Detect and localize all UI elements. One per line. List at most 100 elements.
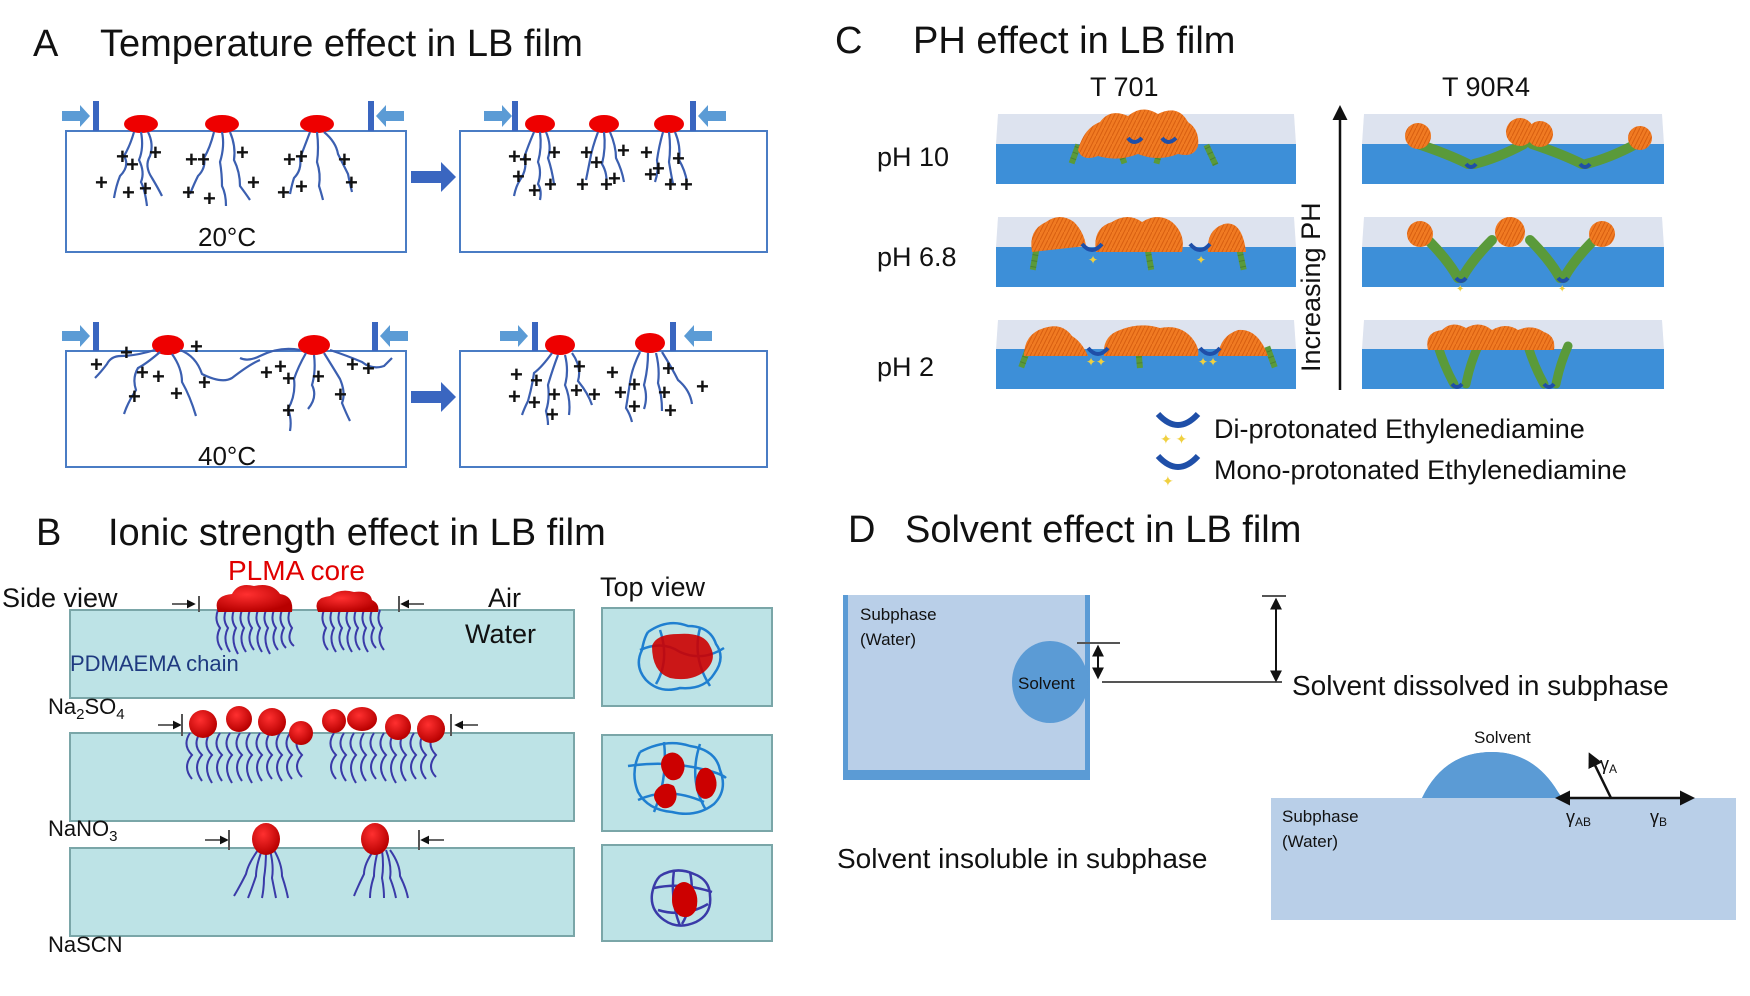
plma-core-label: PLMA core xyxy=(228,555,365,586)
side-view-nascn xyxy=(69,823,575,937)
compress-arrow-right-icon xyxy=(500,325,528,347)
legend-label-mono-protonated: Mono-protonated Ethylenediamine xyxy=(1214,455,1627,485)
barrier-left xyxy=(512,101,518,131)
svg-text:+: + xyxy=(190,334,203,359)
svg-text:+: + xyxy=(128,384,141,409)
charges: + + + + + + + + + + + + + + + + + + xyxy=(95,140,358,211)
polymer-head xyxy=(654,115,684,133)
svg-text:+: + xyxy=(136,360,149,385)
svg-text:✦ ✦: ✦ ✦ xyxy=(1160,431,1188,447)
plma-cores xyxy=(189,706,445,745)
svg-text:+: + xyxy=(197,147,210,172)
svg-text:+: + xyxy=(122,180,135,205)
compress-arrow-left-icon xyxy=(684,325,712,347)
temperature-label-40c: 40°C xyxy=(198,441,256,471)
top-view-na2so4 xyxy=(601,607,773,707)
side-view-nano3 xyxy=(69,706,575,822)
polymer-head xyxy=(525,115,555,133)
svg-text:+: + xyxy=(658,380,671,405)
svg-text:+: + xyxy=(120,340,133,365)
trough-40c-before: + + + + + + + + + + + + + + + + 40°C xyxy=(62,322,408,471)
polymer-head xyxy=(545,335,575,355)
svg-text:+: + xyxy=(282,366,295,391)
polymer-brush xyxy=(233,849,409,899)
plma-core xyxy=(216,585,293,612)
svg-text:+: + xyxy=(528,390,541,415)
ph-trough-t90r4-ph10 xyxy=(1362,114,1664,184)
compress-arrow-right-icon xyxy=(62,105,90,127)
surface-tension-vectors: γA γAB γB xyxy=(1555,752,1695,829)
svg-text:+: + xyxy=(247,170,260,195)
svg-text:✦: ✦ xyxy=(1088,253,1098,267)
water-label: Water xyxy=(465,619,536,649)
solvent-dissolved-label: Solvent dissolved in subphase xyxy=(1292,670,1669,701)
svg-text:+: + xyxy=(139,176,152,201)
subphase-water-label: (Water) xyxy=(1282,832,1338,851)
svg-text:+: + xyxy=(149,140,162,165)
svg-text:+: + xyxy=(617,138,630,163)
column-label-t701: T 701 xyxy=(1090,72,1159,102)
solvent-droplet xyxy=(1012,641,1088,723)
compress-arrow-right-icon xyxy=(484,105,512,127)
barrier-right xyxy=(450,714,452,736)
svg-text:+: + xyxy=(570,378,583,403)
svg-text:+: + xyxy=(628,394,641,419)
svg-text:+: + xyxy=(334,382,347,407)
svg-text:+: + xyxy=(277,180,290,205)
di-protonated-icon: ✦ ✦ xyxy=(1155,411,1201,447)
svg-text:+: + xyxy=(274,354,287,379)
solvent-label: Solvent xyxy=(1474,728,1531,747)
svg-text:+: + xyxy=(185,147,198,172)
plma-core xyxy=(316,590,379,612)
ph-trough-t701-ph68: ✦ ✦ xyxy=(996,217,1296,287)
gamma-a-arrow-icon xyxy=(1588,752,1613,799)
ph-trough-t90r4-ph2 xyxy=(1362,320,1664,389)
row-label-ph10: pH 10 xyxy=(877,142,949,172)
trough-20c-before: + + + + + + + + + + + + + + + + + + 20°C xyxy=(62,101,407,253)
plma-core xyxy=(361,823,389,855)
panel-a-letter: A xyxy=(33,23,59,65)
svg-text:+: + xyxy=(312,364,325,389)
svg-text:+: + xyxy=(628,372,641,397)
polymer-chains xyxy=(112,131,354,207)
svg-text:+: + xyxy=(530,368,543,393)
panel-a: A Temperature effect in LB film xyxy=(33,23,768,471)
polymer-brush xyxy=(215,609,385,655)
gamma-ab-label: γAB xyxy=(1566,807,1591,829)
svg-text:+: + xyxy=(590,150,603,175)
pdmaema-chain-label: PDMAEMA chain xyxy=(70,651,239,676)
svg-text:+: + xyxy=(508,144,521,169)
polymer-head xyxy=(124,115,158,133)
svg-text:+: + xyxy=(528,178,541,203)
panel-b-title: Ionic strength effect in LB film xyxy=(108,512,606,554)
air-label: Air xyxy=(488,583,521,613)
svg-text:+: + xyxy=(580,140,593,165)
charges: + + + + + + + + + + + + + + + + xyxy=(90,334,375,423)
polymer-aggregate xyxy=(1078,109,1199,159)
polymer-chains xyxy=(512,131,689,201)
svg-text:✦: ✦ xyxy=(1558,284,1566,295)
svg-text:+: + xyxy=(236,140,249,165)
svg-text:+: + xyxy=(644,162,657,187)
compress-arrow-left-icon xyxy=(698,105,726,127)
barrier-right xyxy=(670,322,676,351)
panel-c-title: PH effect in LB film xyxy=(913,20,1235,62)
solvent-lens xyxy=(1422,752,1562,798)
polymer-brush xyxy=(185,732,438,784)
barrier-right xyxy=(418,830,420,850)
svg-text:✦: ✦ xyxy=(1162,473,1174,489)
panel-c-letter: C xyxy=(835,20,862,62)
trough-solvent-dissolved: Subphase (Water) Solvent xyxy=(843,595,1286,780)
plma-core-top xyxy=(652,633,713,680)
subphase-label: Subphase xyxy=(1282,807,1359,826)
svg-text:+: + xyxy=(512,164,525,189)
svg-text:+: + xyxy=(346,352,359,377)
mono-protonated-icon: ✦ xyxy=(1155,453,1201,489)
svg-text:✦✦: ✦✦ xyxy=(1198,355,1218,369)
legend: ✦ ✦ Di-protonated Ethylenediamine ✦ Mono… xyxy=(1155,411,1627,489)
svg-text:+: + xyxy=(573,354,586,379)
salt-label-nano3: NaNO3 xyxy=(48,816,117,845)
barrier-right xyxy=(690,101,696,131)
svg-text:✦: ✦ xyxy=(1456,284,1464,295)
